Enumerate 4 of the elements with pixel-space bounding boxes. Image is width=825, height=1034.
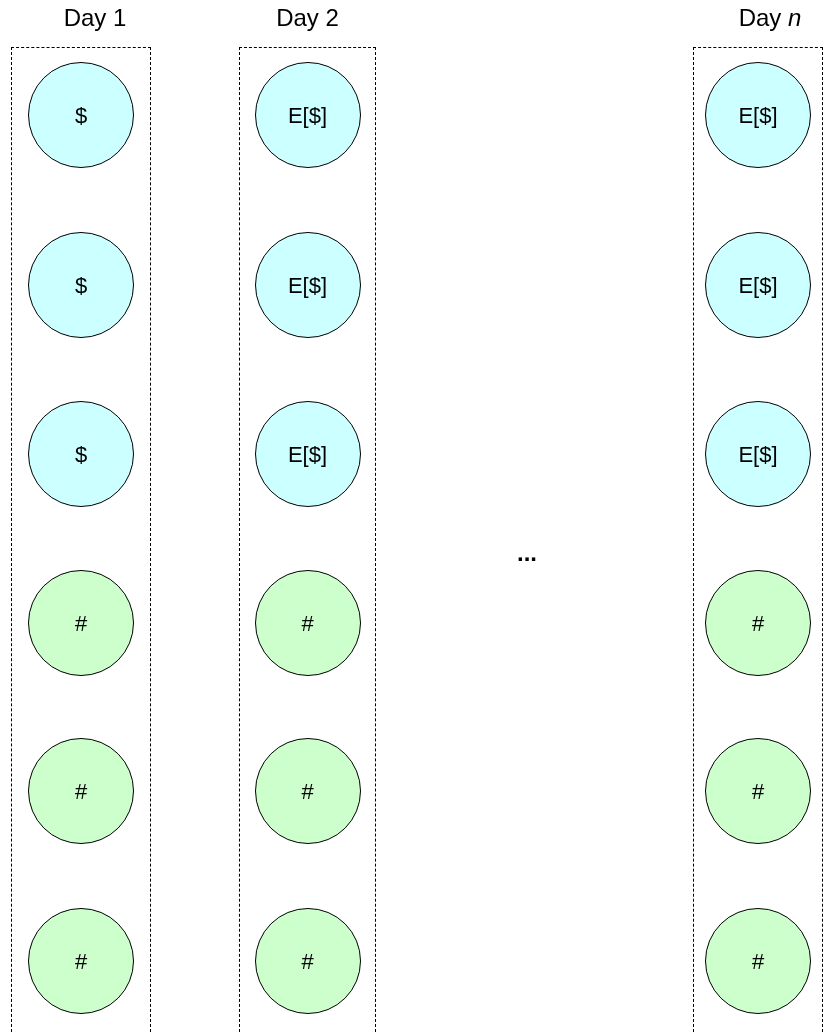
ellipsis-label: ... (517, 538, 537, 568)
column-heading: Day 1 (63, 4, 127, 32)
column-heading: Day 2 (276, 4, 339, 32)
column-heading: Day n (738, 4, 802, 32)
